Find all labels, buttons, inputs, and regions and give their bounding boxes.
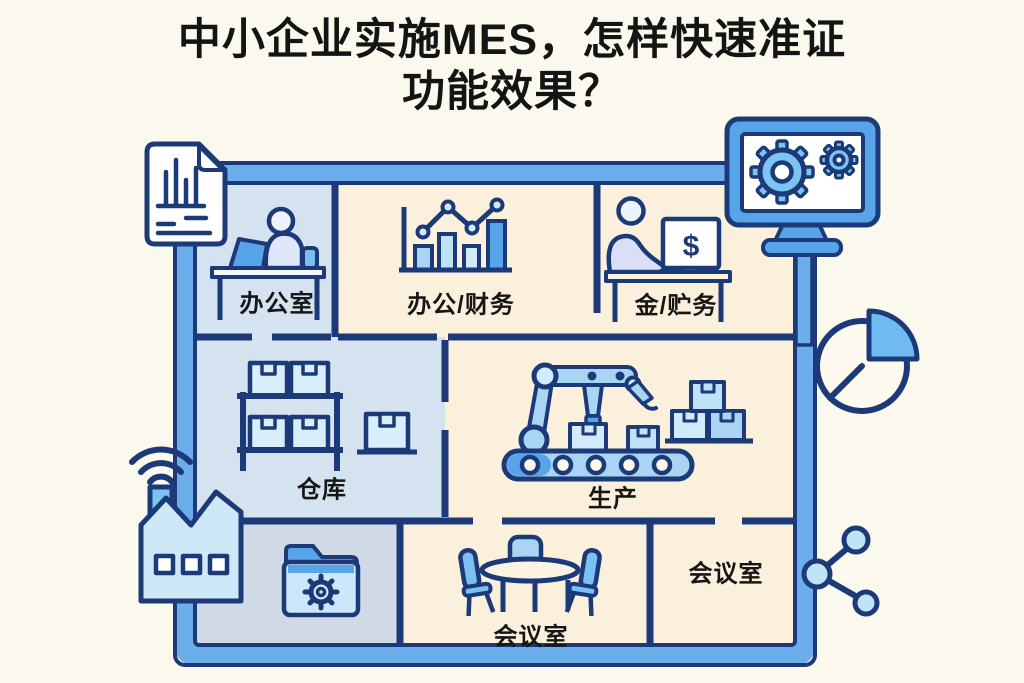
room-label-meeting-main: 会议室 [493, 623, 569, 651]
meeting-table-icon [458, 534, 602, 617]
person-head [266, 206, 296, 236]
room-label-meeting-side: 会议室 [688, 560, 764, 588]
room-meeting-side [650, 521, 795, 645]
chair-right [564, 548, 602, 617]
room-label-production: 生产 [588, 485, 638, 513]
document-chart-icon [144, 141, 228, 247]
monitor-pole [794, 248, 814, 347]
room-label-warehouse: 仓库 [297, 476, 347, 504]
warehouse-shelf-icon [237, 360, 417, 471]
title-line-1: 中小企业实施MES，怎样快速准证 [177, 16, 847, 64]
monitor-base [761, 238, 843, 257]
table-top [479, 556, 581, 584]
table-legs [500, 580, 571, 612]
gear-icon [749, 139, 815, 205]
outer-wall [173, 161, 817, 667]
page-title: 中小企业实施MES，怎样快速准证 功能效果？ [0, 14, 1024, 119]
share-network-icon [801, 525, 880, 617]
robot-arm-conveyor-icon [501, 362, 753, 482]
desk-top [604, 270, 732, 283]
chair-left [458, 548, 496, 617]
person-desk-icon [210, 206, 326, 320]
monitor-gears-icon [724, 116, 881, 347]
desk-legs [612, 281, 724, 322]
wifi-icon [129, 446, 193, 485]
folder-gear-icon [281, 544, 361, 618]
person-head [616, 196, 646, 226]
laptop-icon [228, 237, 269, 270]
person-computer-dollar-icon: $ [604, 196, 732, 322]
chair-back [301, 246, 319, 270]
title-line-2: 功能效果？ [402, 68, 622, 117]
room-label-office-finance: 办公/财务 [407, 291, 515, 319]
room-label-office: 办公室 [239, 290, 315, 318]
desk-legs [217, 277, 320, 320]
room-label-finance: 金/贮务 [634, 292, 718, 320]
person-body [606, 233, 669, 275]
gear-icon-small [819, 140, 859, 180]
person-body [263, 231, 305, 271]
bar-line-chart-icon [399, 197, 512, 273]
pie-chart-icon [814, 308, 920, 414]
dollar-symbol: $ [683, 230, 700, 263]
gear-icon [302, 573, 340, 611]
factory-wifi-icon [129, 446, 244, 604]
desk-top [210, 266, 326, 279]
